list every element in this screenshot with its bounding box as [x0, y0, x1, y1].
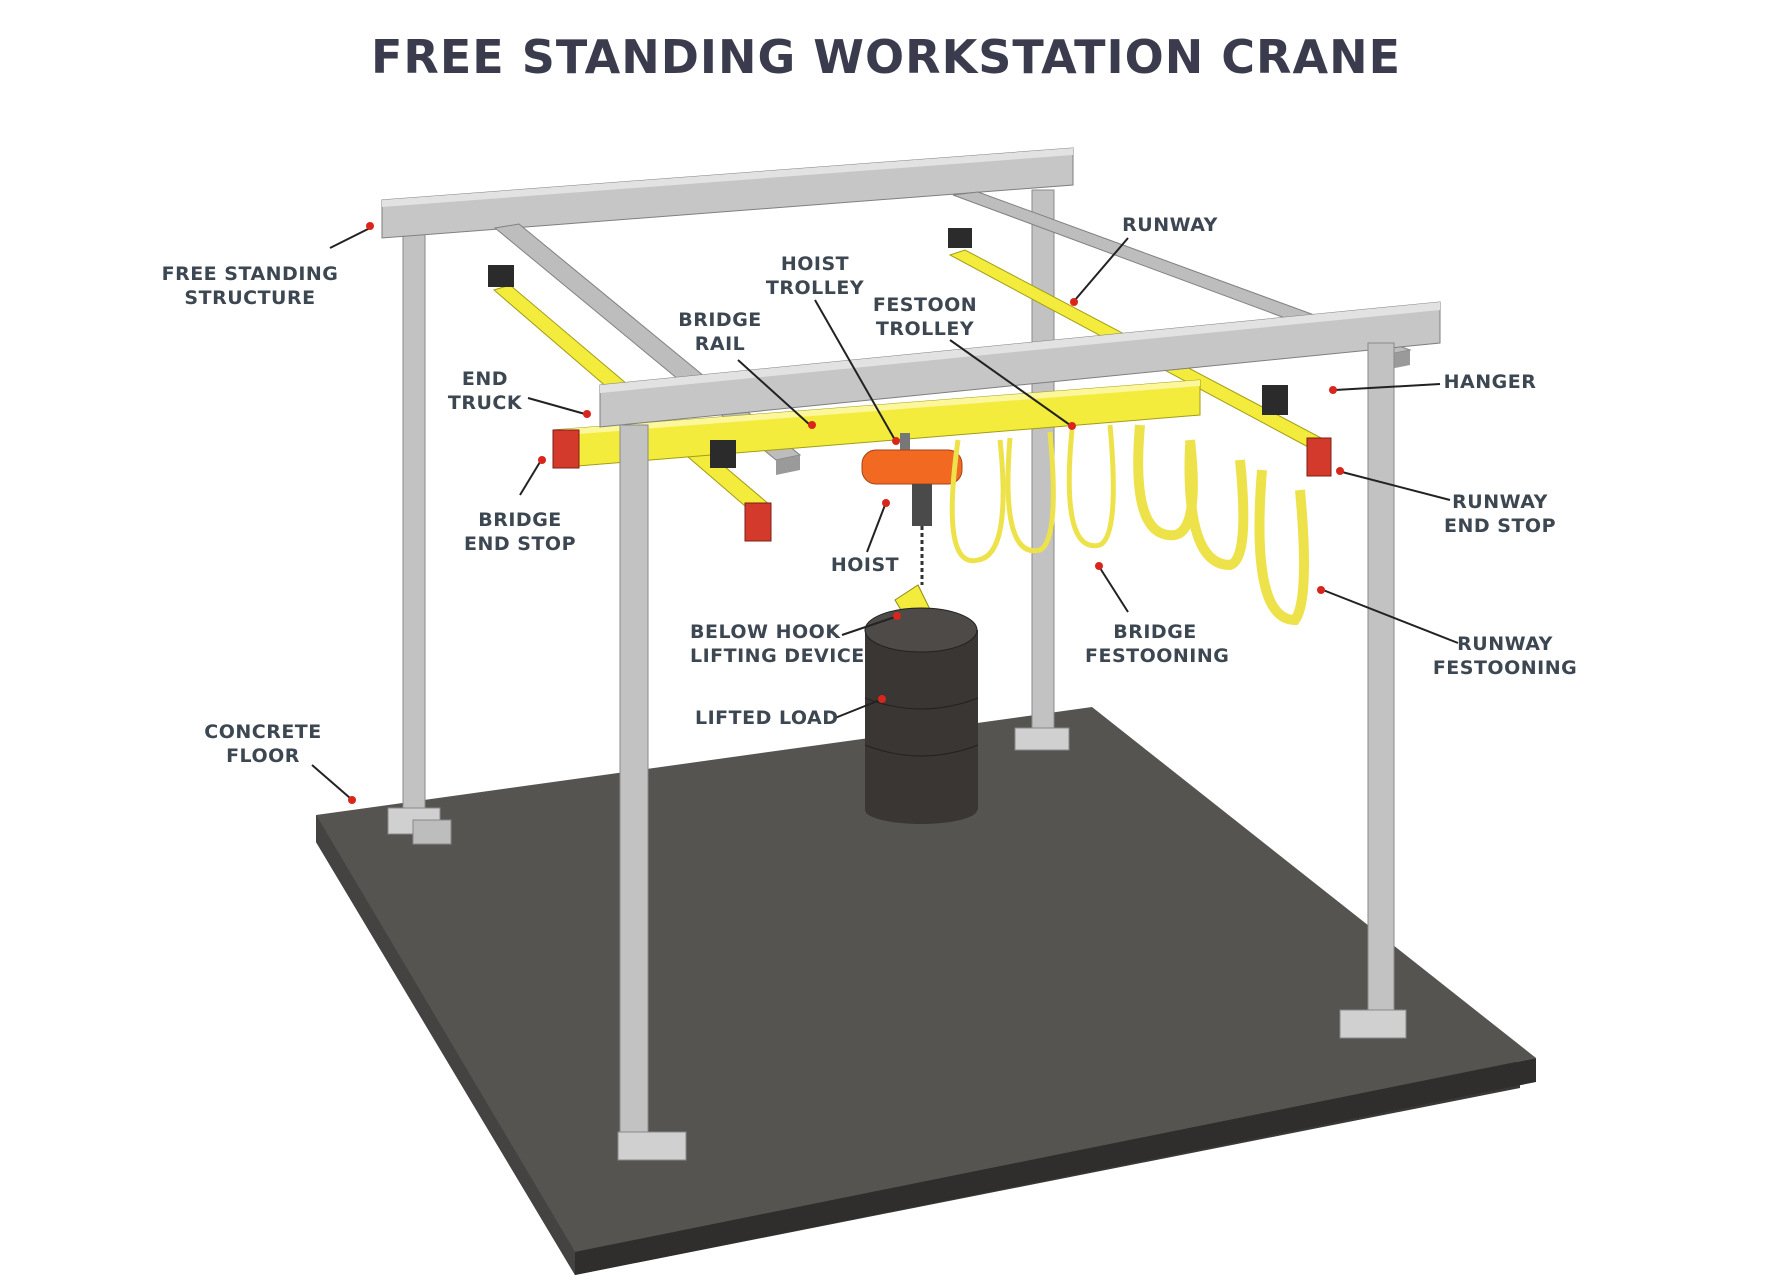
callout-dot-hoist: [882, 499, 890, 507]
callout-dot-end-truck: [583, 410, 591, 418]
callout-dot-free-standing-structure: [366, 222, 374, 230]
label-lifted-load: LIFTED LOAD: [695, 707, 839, 729]
leader-bridge-festooning: [1099, 567, 1129, 613]
leader-below-hook-lifting-device: [841, 616, 896, 636]
bridge-festooning: [949, 424, 1116, 564]
callout-dot-hanger: [1329, 386, 1337, 394]
leader-bridge-rail: [737, 359, 811, 426]
callout-dot-below-hook-lifting-device: [893, 612, 901, 620]
label-hanger: HANGER: [1443, 371, 1537, 393]
front-post-right: [1339, 342, 1407, 1039]
leader-bridge-end-stop: [519, 461, 541, 496]
leader-end-truck: [527, 397, 586, 415]
callout-dot-runway: [1070, 298, 1078, 306]
leader-runway: [1074, 237, 1129, 301]
leader-hanger: [1334, 383, 1441, 391]
leader-runway-end-stop: [1341, 471, 1451, 501]
runway-festooning: [1133, 424, 1309, 626]
diagram-title: FREE STANDING WORKSTATION CRANE: [371, 30, 1401, 84]
leader-festoon-trolley: [949, 339, 1071, 426]
callout-dot-bridge-festooning: [1095, 562, 1103, 570]
front-header-beam: [599, 301, 1441, 428]
leader-concrete-floor: [311, 764, 351, 799]
hoist: [861, 433, 963, 585]
callout-dot-festoon-trolley: [1068, 422, 1076, 430]
leader-lifted-load: [834, 699, 881, 719]
lifted-load-drum: [864, 607, 979, 824]
callout-dot-bridge-end-stop: [538, 456, 546, 464]
callout-dot-bridge-rail: [808, 421, 816, 429]
front-post-left: [617, 424, 687, 1161]
callout-dot-runway-end-stop: [1336, 467, 1344, 475]
label-hoist: HOIST: [830, 554, 900, 576]
callout-dot-runway-festooning: [1317, 586, 1325, 594]
leader-hoist: [866, 504, 886, 553]
leader-runway-festooning: [1322, 589, 1459, 644]
end-trucks: [488, 228, 1288, 468]
leader-hoist-trolley: [814, 299, 896, 441]
leader-free-standing-structure: [329, 227, 371, 249]
callout-dot-concrete-floor: [348, 796, 356, 804]
back-header-beam: [381, 147, 1074, 239]
label-runway: RUNWAY: [1122, 214, 1218, 236]
back-post-left: [387, 229, 452, 845]
callout-dot-lifted-load: [878, 695, 886, 703]
callout-dot-hoist-trolley: [892, 437, 900, 445]
